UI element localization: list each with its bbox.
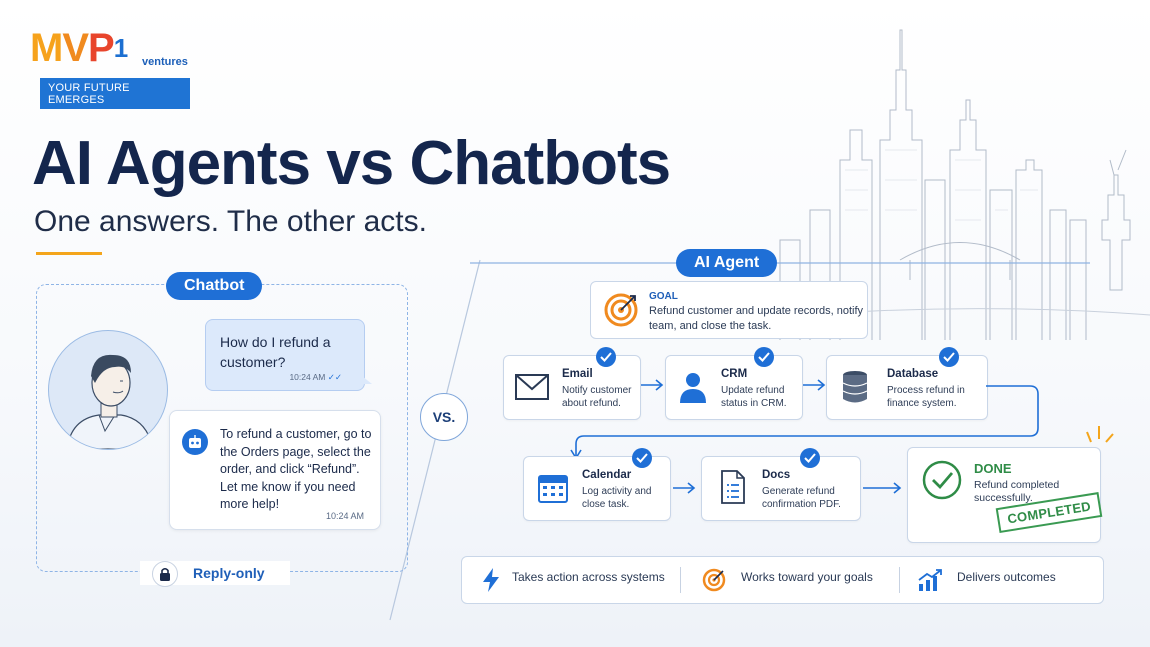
step-card-crm: CRM Update refund status in CRM. [665,347,803,420]
user-message-bubble: How do I refund a customer? 10:24 AM ✓✓ [205,319,372,391]
title-underline [36,252,102,255]
versus-badge: VS. [420,393,468,441]
page-title: AI Agents vs Chatbots [32,129,671,198]
summary-divider [680,567,681,593]
envelope-icon [515,374,549,400]
check-icon [754,347,774,367]
check-icon [939,347,959,367]
flow-arrow [673,482,696,494]
goal-text: Refund customer and update records, noti… [649,305,864,332]
done-title: DONE [974,461,1012,476]
step-desc: Process refund in finance system. [887,385,965,409]
summary-item: Takes action across systems [512,570,665,584]
step-title: Database [887,368,939,380]
step-desc: Log activity and close task. [582,486,652,510]
summary-bar: Takes action across systems Works toward… [461,556,1104,604]
check-icon [800,448,820,468]
bot-message-text: To refund a customer, go to the Orders p… [220,427,372,511]
done-desc: Refund completed successfully. [974,479,1060,504]
bot-message-bubble: To refund a customer, go to the Orders p… [169,410,381,530]
flow-arrow [863,482,902,494]
step-card-database: Database Process refund in finance syste… [826,347,988,420]
step-card-docs: Docs Generate refund confirmation PDF. [701,448,861,521]
flow-arrow [641,379,664,391]
step-title: CRM [721,368,748,380]
step-desc: Notify customer about refund. [562,385,632,409]
bot-message-time: 10:24 AM [325,511,364,521]
user-message-time: 10:24 AM ✓✓ [289,372,342,382]
step-card-calendar: Calendar Log activity and close task. [523,448,671,521]
logo-tagline: YOUR FUTURE EMERGES [40,78,190,109]
summary-item: Delivers outcomes [957,570,1056,584]
checkmark-circle-icon [922,460,962,500]
lightning-icon [483,568,499,592]
database-icon [842,371,868,403]
summary-item: Works toward your goals [741,570,873,584]
agent-header-rule [470,262,1090,264]
double-check-icon: ✓✓ [327,372,342,382]
goal-label: GOAL [649,291,678,302]
step-title: Calendar [582,469,632,481]
page-subtitle: One answers. The other acts. [34,205,427,238]
logo-wordmark: MVP1 [30,26,128,70]
goal-card: GOAL Refund customer and update records,… [590,281,868,339]
user-avatar [48,330,168,450]
summary-divider [899,567,900,593]
step-title: Email [562,368,593,380]
reply-only-badge: Reply-only [140,561,290,587]
brand-logo: MVP1 ventures YOUR FUTURE EMERGES [30,26,190,109]
step-card-email: Email Notify customer about refund. [503,347,641,420]
target-icon [702,568,726,592]
target-icon [604,293,638,327]
divider-line [389,259,481,621]
bubble-tail [362,376,372,384]
flow-arrow [803,379,826,391]
step-title: Docs [762,469,791,481]
growth-chart-icon [918,569,942,591]
step-desc: Generate refund confirmation PDF. [762,486,841,510]
logo-ventures-text: ventures [142,56,188,68]
sparkle-icon [1086,426,1114,443]
robot-icon [182,429,208,455]
calendar-icon [538,475,568,503]
user-message-text: How do I refund a customer? [220,334,331,370]
document-icon [721,470,745,504]
reply-only-label: Reply-only [193,565,265,581]
lock-icon [152,561,178,587]
check-icon [632,448,652,468]
check-icon [596,347,616,367]
person-icon [680,373,706,403]
chatbot-label: Chatbot [166,272,263,300]
ai-agent-label: AI Agent [676,249,778,277]
step-desc: Update refund status in CRM. [721,385,787,409]
